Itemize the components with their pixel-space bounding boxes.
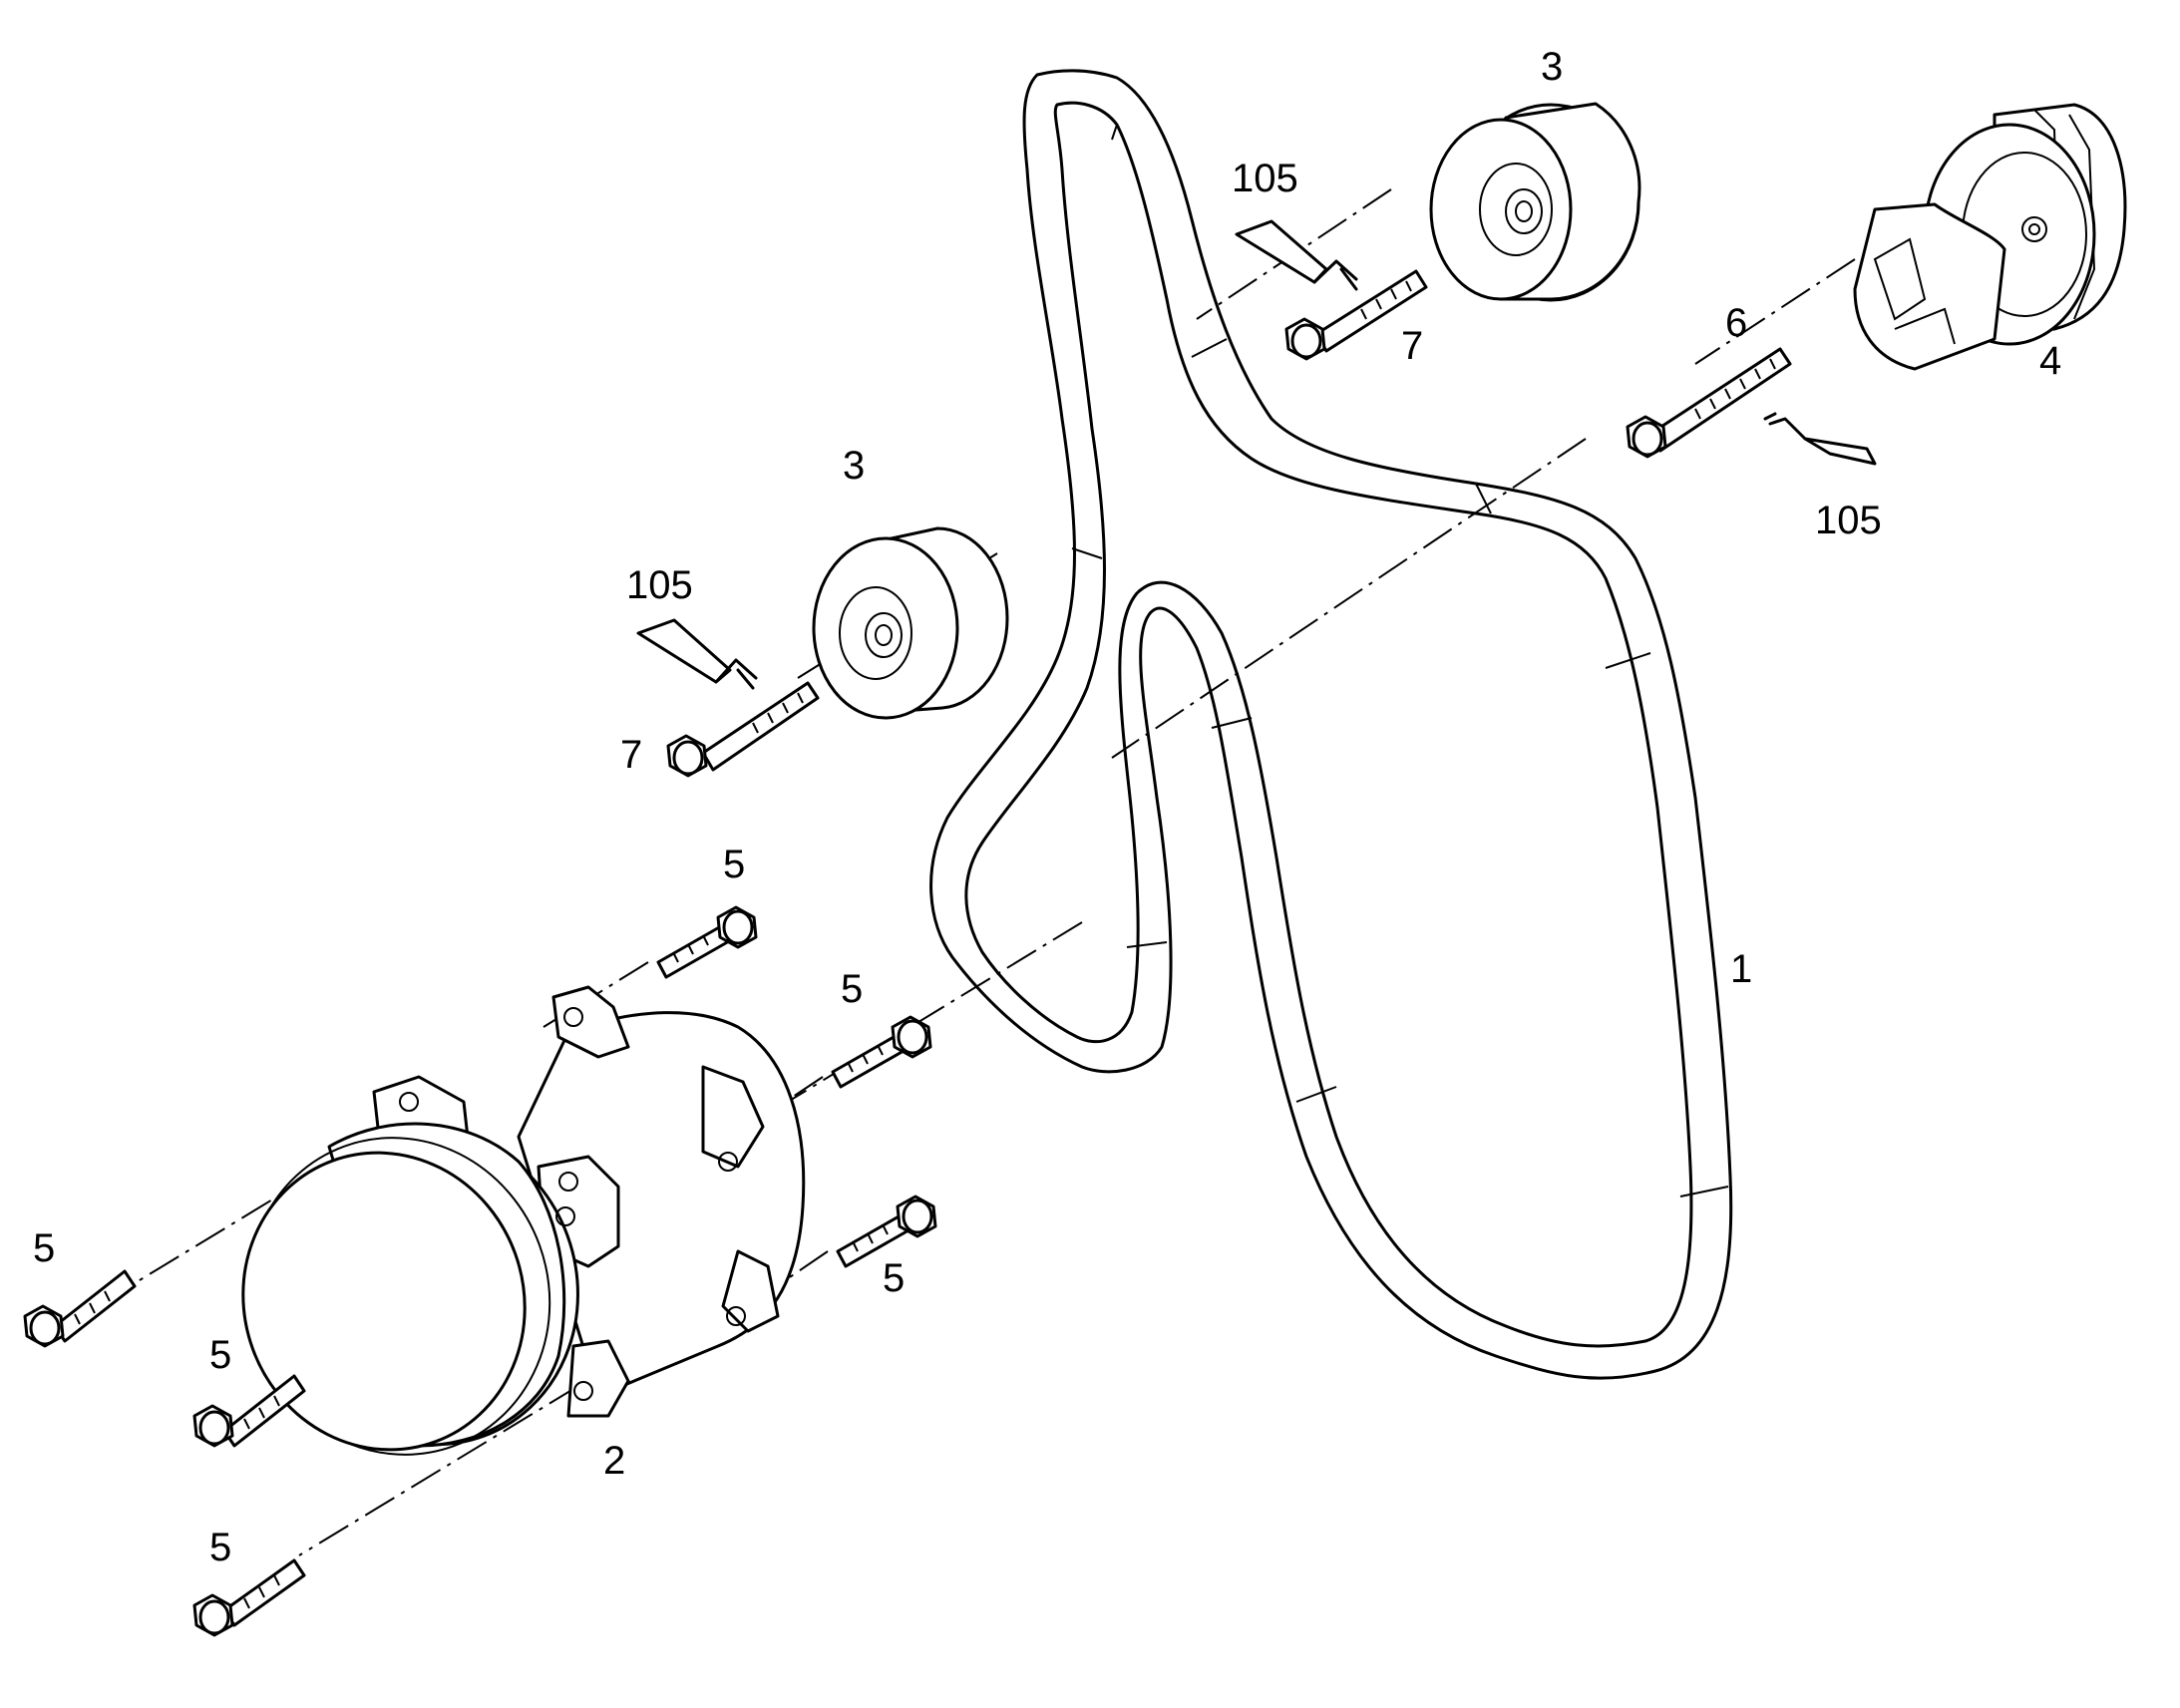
bolt-left-low (192, 1374, 306, 1448)
callout-labels: 1 2 3 3 4 5 5 5 5 5 5 6 7 7 105 105 105 (33, 45, 2061, 1569)
callout-idler-bolt-upper: 7 (1401, 324, 1423, 368)
callout-tensioner-bolt: 6 (1725, 301, 1747, 345)
callout-bolt-bottom: 5 (209, 1526, 231, 1569)
bolt-top (656, 905, 758, 979)
callout-adhesive-lower: 105 (626, 563, 693, 607)
tensioner-bolt (1626, 347, 1792, 459)
callout-bolt-right: 5 (883, 1256, 905, 1300)
belt-tensioner (1853, 103, 2127, 371)
adhesive-tube-lower (636, 618, 758, 690)
callout-belt: 1 (1730, 947, 1752, 991)
callout-bolt-top: 5 (723, 843, 745, 886)
idler-bolt-lower (666, 681, 820, 778)
adhesive-tube-upper (1235, 219, 1358, 291)
callout-bolt-left-low: 5 (209, 1333, 231, 1377)
callout-adhesive-upper: 105 (1232, 157, 1298, 200)
serpentine-belt (929, 69, 1733, 1380)
callout-bolt-left: 5 (33, 1226, 55, 1270)
centerline-tensioner (1111, 438, 1587, 759)
callout-idler-lower: 3 (843, 444, 865, 488)
callout-tensioner: 4 (2039, 339, 2061, 383)
bolt-left (23, 1269, 137, 1348)
callout-adhesive-right: 105 (1815, 499, 1882, 542)
idler-pulley-lower (812, 526, 1009, 720)
bolt-right (836, 1195, 937, 1268)
ac-compressor (241, 985, 806, 1456)
centerline-bolt-bottom (298, 1385, 579, 1556)
callout-idler-upper: 3 (1541, 45, 1563, 89)
bolt-bottom (192, 1558, 306, 1637)
idler-pulley-upper (1429, 102, 1641, 302)
callout-bolt-mid: 5 (841, 967, 863, 1011)
adhesive-tube-right (1763, 412, 1877, 466)
callout-idler-bolt-lower: 7 (620, 733, 642, 777)
centerline-tensioner-right (1694, 258, 1856, 365)
bolt-mid (831, 1015, 932, 1089)
idler-bolt-upper (1284, 269, 1428, 361)
callout-compressor: 2 (603, 1439, 625, 1483)
